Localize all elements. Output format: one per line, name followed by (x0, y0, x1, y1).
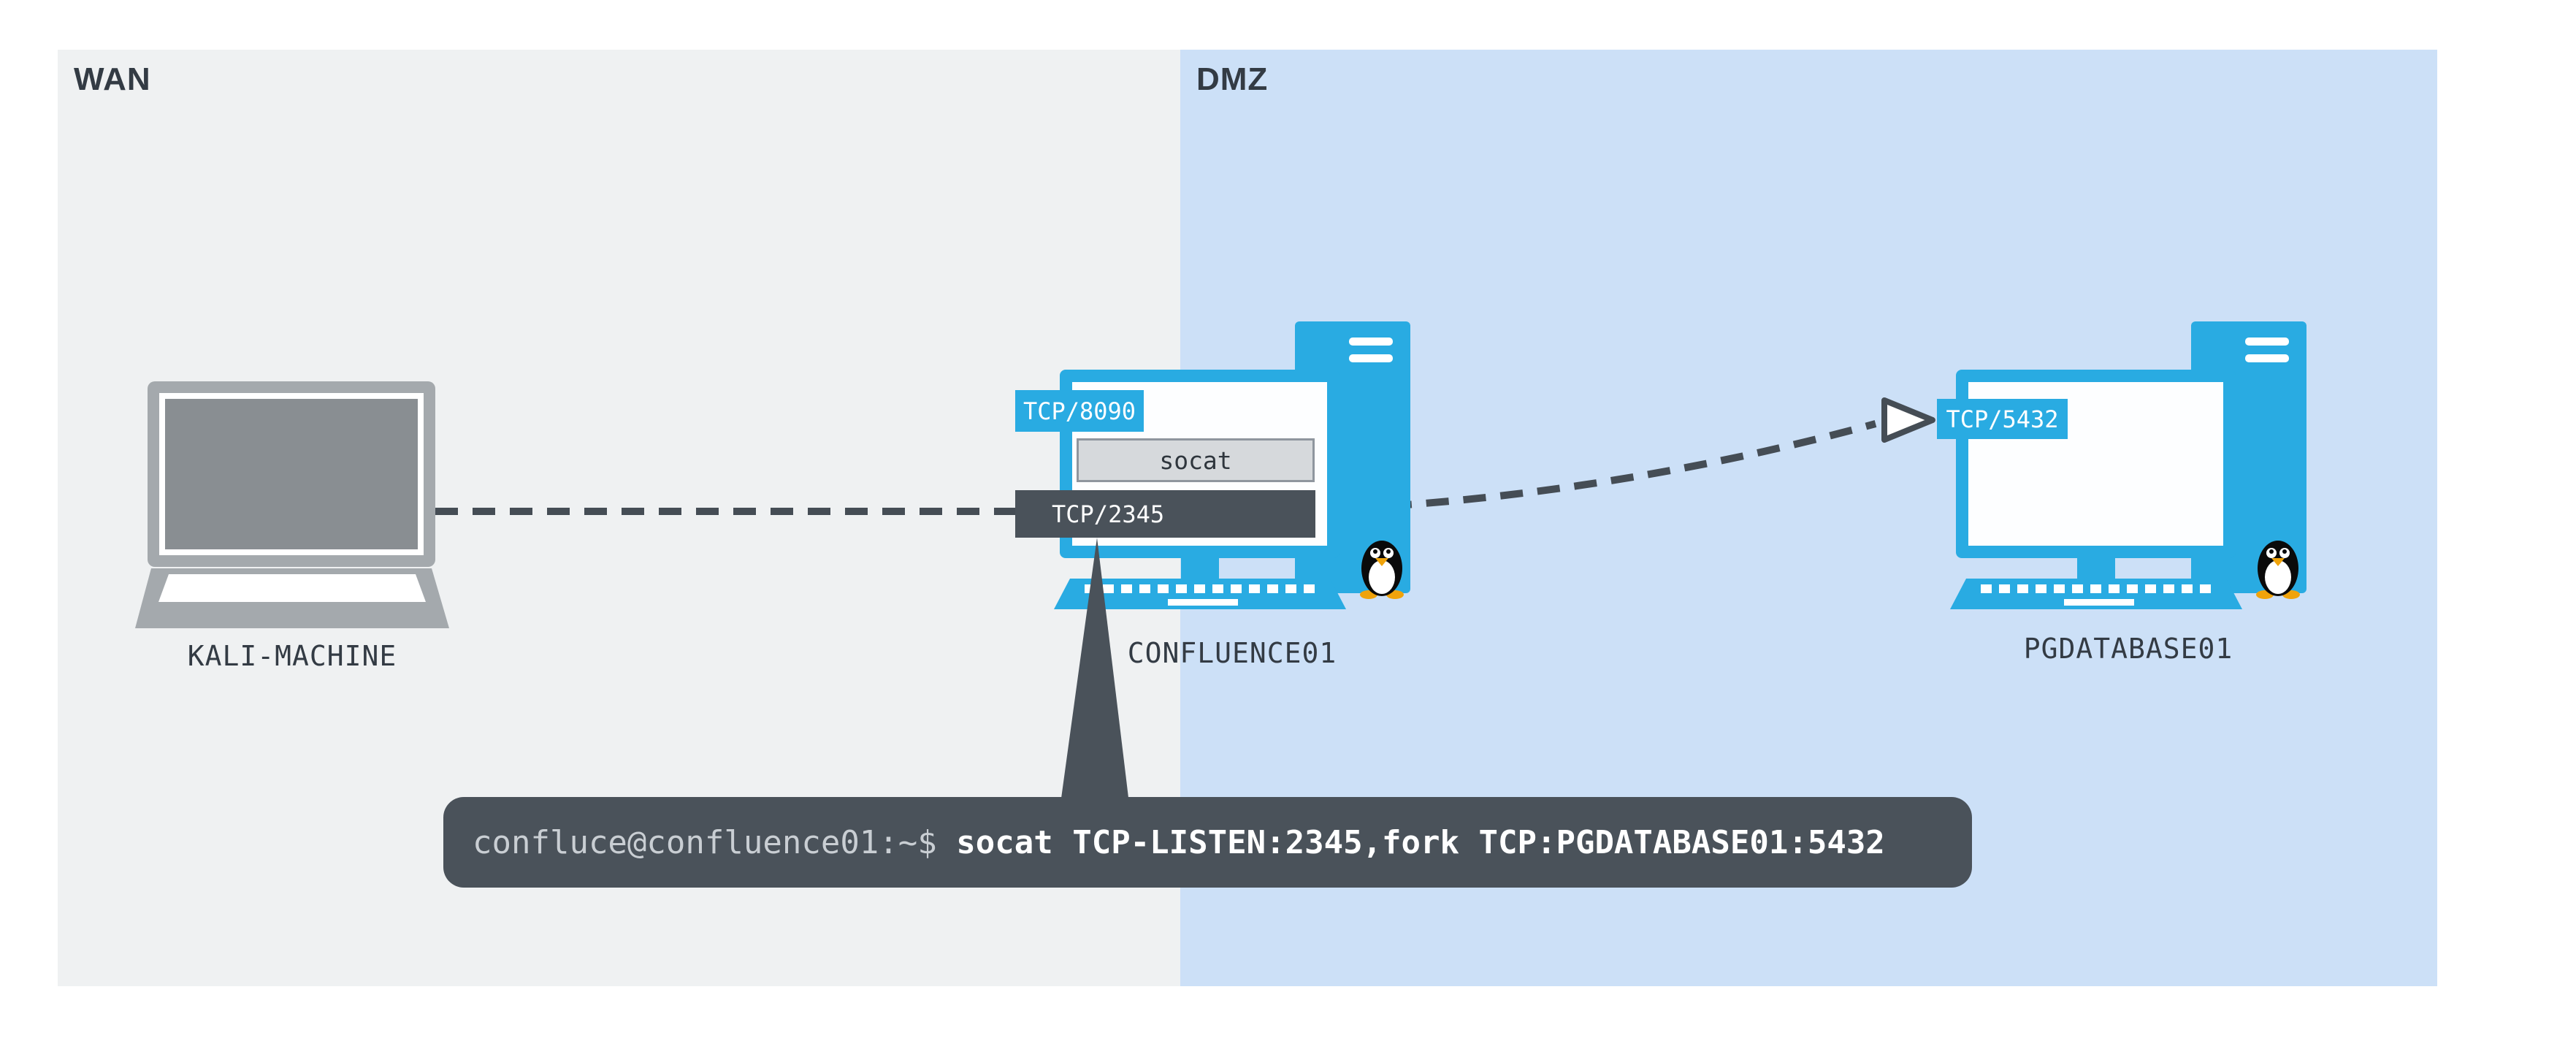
pgdatabase-label: PGDATABASE01 (2023, 633, 2233, 665)
laptop-base (135, 568, 449, 628)
desktop-icon (1950, 321, 2306, 609)
tower-vent (2245, 354, 2289, 362)
laptop-icon (135, 381, 449, 628)
keyboard (1054, 579, 1346, 609)
tower-vent (1349, 338, 1393, 346)
monitor-stand (2077, 558, 2115, 579)
kali-label: KALI-MACHINE (187, 640, 397, 672)
zone-wan-label: WAN (74, 61, 151, 97)
terminal-callout: confluce@confluence01:~$ socat TCP-LISTE… (443, 797, 1972, 888)
pgdatabase-node (1946, 321, 2311, 614)
zone-dmz-label: DMZ (1196, 61, 1269, 97)
tux-icon (2256, 541, 2300, 599)
tux-icon (1360, 541, 1404, 599)
tower-vent (1349, 354, 1393, 362)
port-badge-tcp5432: TCP/5432 (1937, 399, 2068, 439)
terminal-command: socat TCP-LISTEN:2345,fork TCP:PGDATABAS… (956, 823, 1885, 861)
kali-node (135, 380, 449, 632)
tower-vent (2245, 338, 2289, 346)
terminal-prompt: confluce@confluence01:~$ (473, 823, 957, 861)
port-badge-tcp8090: TCP/8090 (1015, 390, 1144, 432)
monitor-stand (1181, 558, 1219, 579)
keyboard (1950, 579, 2242, 609)
laptop-screen (148, 381, 435, 567)
confluence-label: CONFLUENCE01 (1127, 637, 1337, 669)
port-badge-tcp2345: TCP/2345 (1015, 490, 1315, 538)
socat-relay-box: socat (1077, 438, 1315, 482)
